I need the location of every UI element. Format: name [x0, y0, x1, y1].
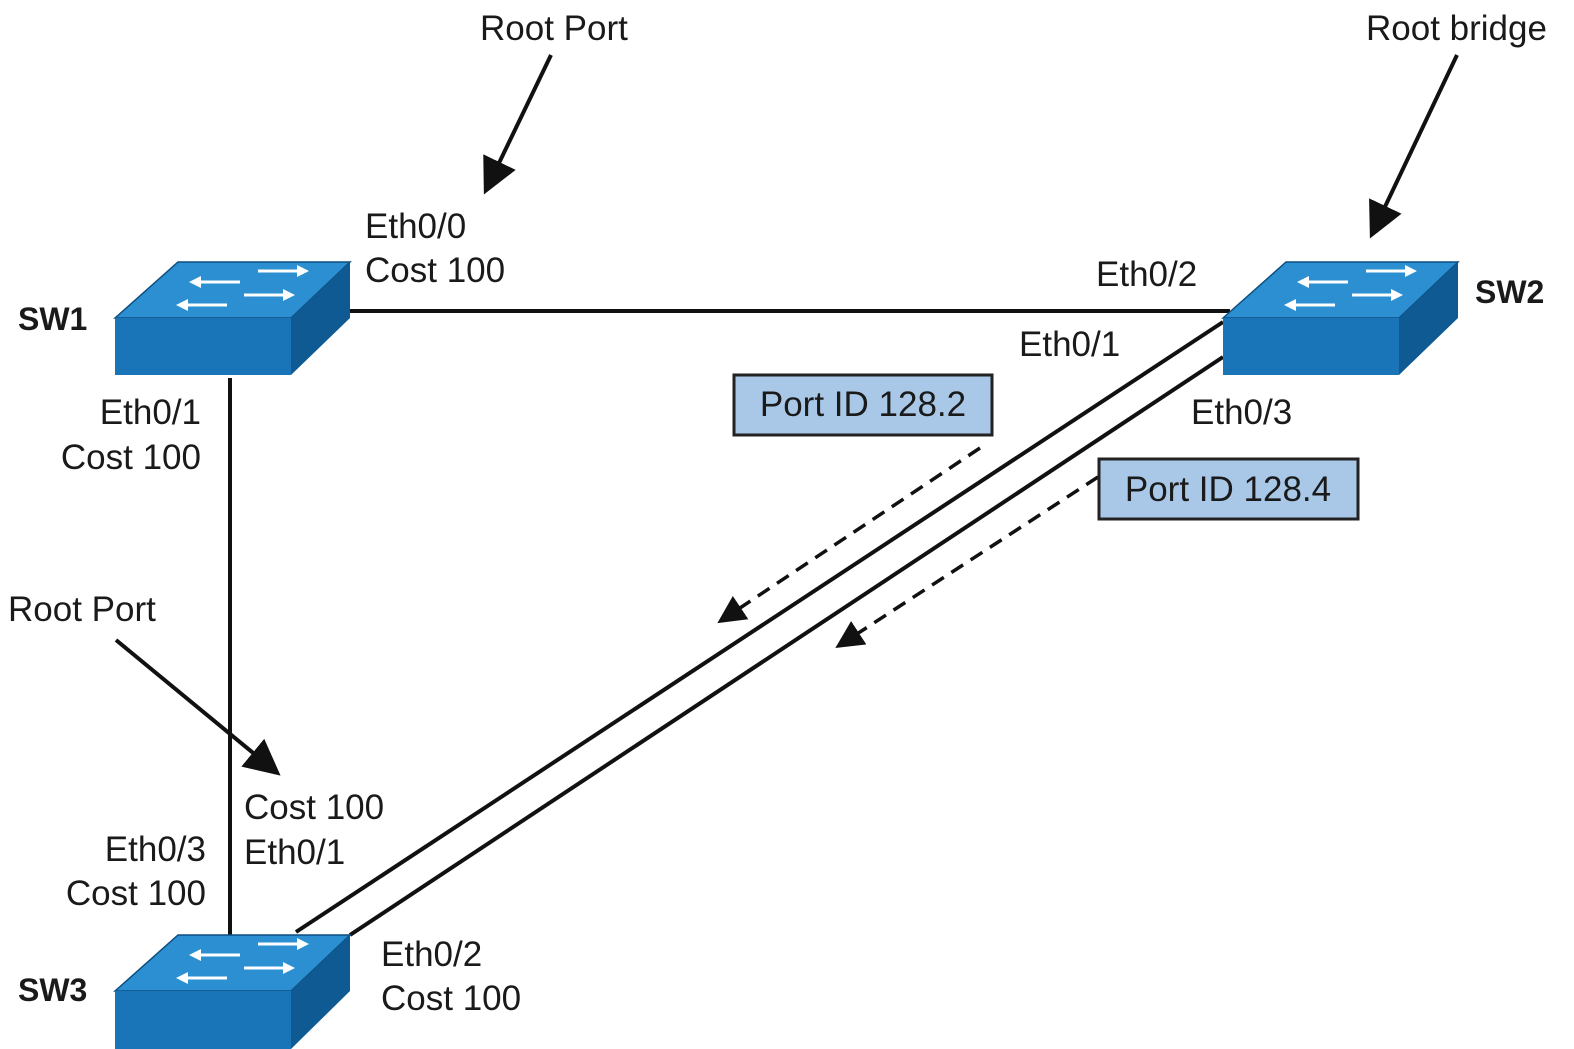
callout-arrow-root-bridge [1369, 54, 1459, 239]
callout-root-port-left: Root Port [8, 590, 156, 629]
switch-sw3-icon[interactable] [113, 934, 352, 1049]
cost-label-sw3-eth03: Cost 100 [66, 874, 206, 913]
switch-name-sw1: SW1 [18, 301, 87, 337]
port-label-sw2-eth02: Eth0/2 [1096, 255, 1197, 294]
port-label-sw2-eth03: Eth0/3 [1191, 393, 1292, 432]
callout-arrow-root-port-top [483, 54, 553, 195]
cost-label-sw3-eth02: Cost 100 [381, 979, 521, 1018]
switch-sw1-icon[interactable] [113, 261, 352, 375]
callout-root-bridge: Root bridge [1366, 9, 1547, 48]
cost-label-sw3-eth01: Cost 100 [244, 788, 384, 827]
port-label-sw3-eth03: Eth0/3 [105, 830, 206, 869]
port-id-box-128-2: Port ID 128.2 [732, 373, 994, 437]
port-id-box-128-4: Port ID 128.4 [1097, 457, 1360, 521]
port-label-sw3-eth02: Eth0/2 [381, 935, 482, 974]
port-id-label: Port ID 128.2 [760, 385, 966, 424]
port-label-sw1-eth00: Eth0/0 [365, 207, 466, 246]
port-label-sw2-eth01: Eth0/1 [1019, 325, 1120, 364]
switch-name-sw3: SW3 [18, 972, 87, 1008]
cost-label-sw1-eth01: Cost 100 [61, 438, 201, 477]
port-label-sw3-eth01: Eth0/1 [244, 833, 345, 872]
callout-root-port-top: Root Port [480, 9, 628, 48]
link-sw3-sw2-eth03 [348, 355, 1225, 937]
port-id-label: Port ID 128.4 [1125, 470, 1331, 509]
link-sw3-sw2-eth01 [294, 320, 1225, 934]
bpdu-arrow-128-2 [717, 446, 981, 624]
callout-arrow-root-port-left [114, 638, 281, 776]
port-label-sw1-eth01: Eth0/1 [100, 393, 201, 432]
switch-name-sw2: SW2 [1475, 274, 1544, 310]
cost-label-sw1-eth00: Cost 100 [365, 251, 505, 290]
switch-sw2-icon[interactable] [1221, 261, 1460, 375]
bpdu-arrow-128-4 [835, 475, 1099, 649]
